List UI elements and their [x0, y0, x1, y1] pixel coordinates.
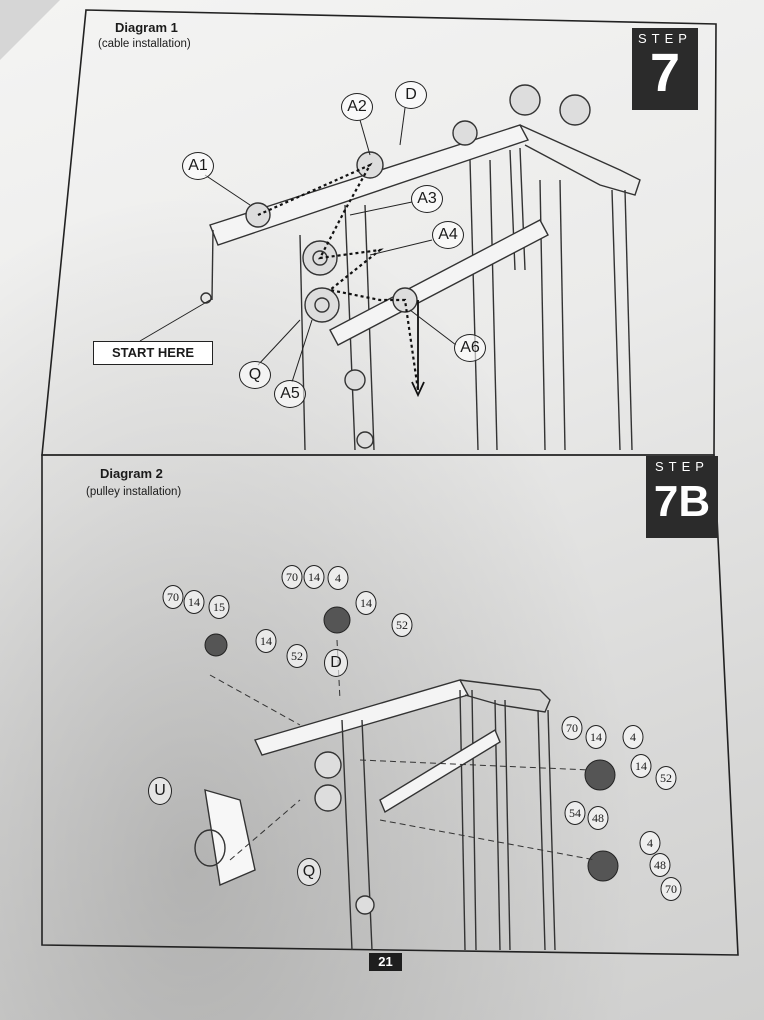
callout-48: 48	[587, 806, 609, 830]
callout-a1: A1	[182, 152, 214, 180]
callout-14: 14	[303, 565, 325, 589]
start-here-label: START HERE	[93, 341, 213, 365]
callout-14: 14	[355, 591, 377, 615]
background-corner	[0, 0, 60, 60]
callout-14: 14	[255, 629, 277, 653]
step-7b-badge: STEP 7B	[646, 456, 718, 538]
callout-4: 4	[639, 831, 661, 855]
step-number: 7B	[653, 477, 711, 526]
callout-q: Q	[297, 858, 321, 886]
callout-70: 70	[162, 585, 184, 609]
callout-70: 70	[561, 716, 583, 740]
callout-4: 4	[327, 566, 349, 590]
direction-arrow-icon	[411, 300, 425, 398]
diagram2-title: Diagram 2	[100, 466, 163, 481]
callout-d: D	[395, 81, 427, 109]
callout-4: 4	[622, 725, 644, 749]
page-number: 21	[369, 953, 402, 971]
diagram1-title: Diagram 1	[115, 20, 178, 35]
step-label: STEP	[655, 459, 709, 474]
diagram2-frame	[41, 454, 739, 956]
callout-a4: A4	[432, 221, 464, 249]
callout-a6: A6	[454, 334, 486, 362]
diagram2-subtitle: (pulley installation)	[86, 486, 182, 498]
diagram1-frame	[41, 9, 717, 456]
callout-u: U	[148, 777, 172, 805]
step-label: STEP	[638, 31, 692, 46]
callout-70: 70	[281, 565, 303, 589]
callout-14: 14	[585, 725, 607, 749]
callout-52: 52	[655, 766, 677, 790]
callout-d: D	[324, 649, 348, 677]
callout-q: Q	[239, 361, 271, 389]
callout-15: 15	[208, 595, 230, 619]
step-7-badge: STEP 7	[632, 28, 698, 110]
callout-48: 48	[649, 853, 671, 877]
diagram2-machine	[194, 679, 556, 951]
diagram1-subtitle: (cable installation)	[98, 38, 191, 50]
diagram2-parts	[204, 606, 619, 882]
callout-70: 70	[660, 877, 682, 901]
callout-52: 52	[391, 613, 413, 637]
cable-path	[257, 162, 420, 391]
diagram1-machine	[200, 84, 641, 451]
callout-a5: A5	[274, 380, 306, 408]
callout-a3: A3	[411, 185, 443, 213]
callout-a2: A2	[341, 93, 373, 121]
diagram1-leader-lines	[139, 107, 457, 383]
callout-52: 52	[286, 644, 308, 668]
step-number: 7	[649, 43, 681, 103]
callout-14: 14	[183, 590, 205, 614]
callout-54: 54	[564, 801, 586, 825]
callout-14: 14	[630, 754, 652, 778]
